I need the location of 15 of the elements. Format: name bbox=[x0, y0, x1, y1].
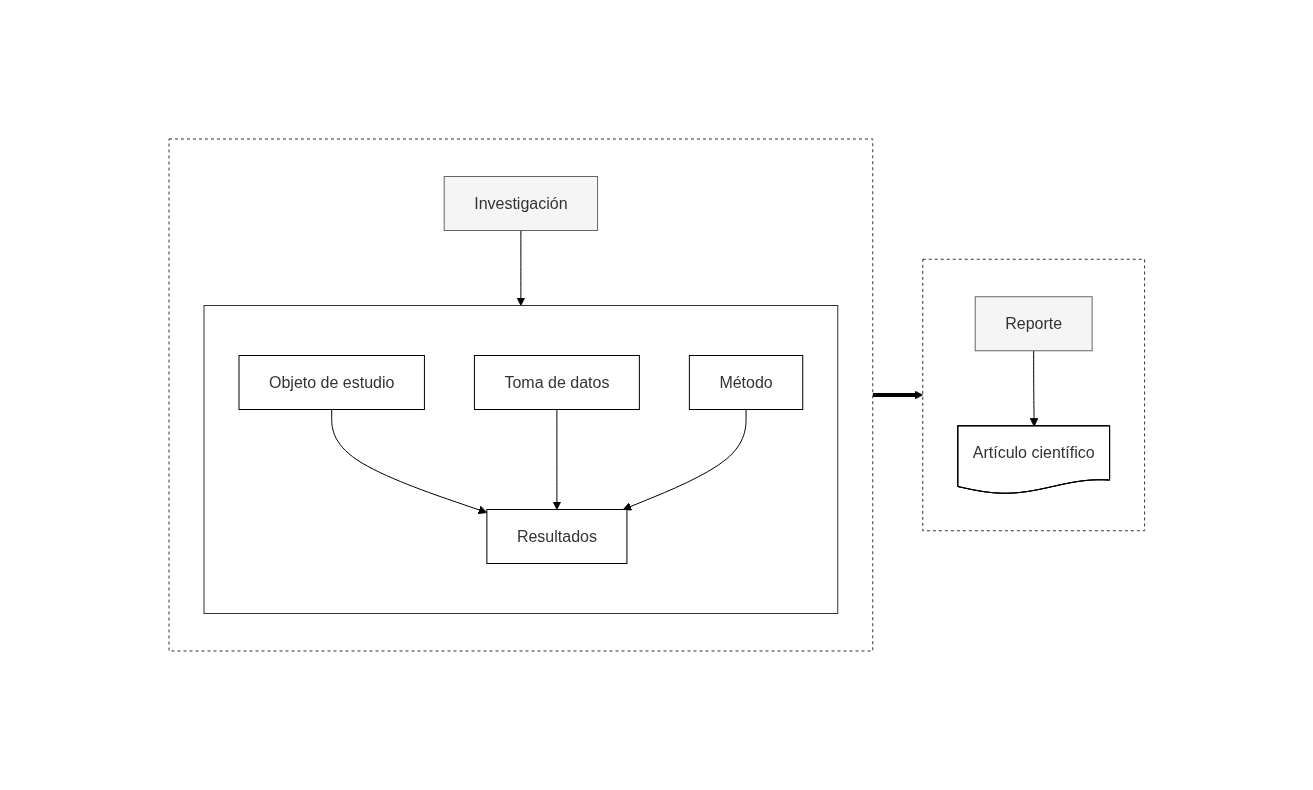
node-box: Método bbox=[688, 355, 803, 410]
arrow bbox=[872, 390, 923, 400]
node-box: Objeto de estudio bbox=[238, 355, 425, 410]
arrow bbox=[330, 409, 487, 515]
node-box: Resultados bbox=[486, 509, 628, 564]
arrow bbox=[1029, 350, 1039, 427]
cluster bbox=[168, 138, 873, 652]
arrow bbox=[552, 409, 561, 510]
arrow bbox=[622, 409, 747, 511]
node-box: Reporte bbox=[974, 296, 1093, 352]
arrow bbox=[516, 230, 525, 306]
node-box: Investigación bbox=[443, 176, 598, 231]
cluster bbox=[921, 258, 1145, 532]
node-box: Toma de datos bbox=[473, 355, 640, 410]
cluster bbox=[203, 305, 838, 614]
